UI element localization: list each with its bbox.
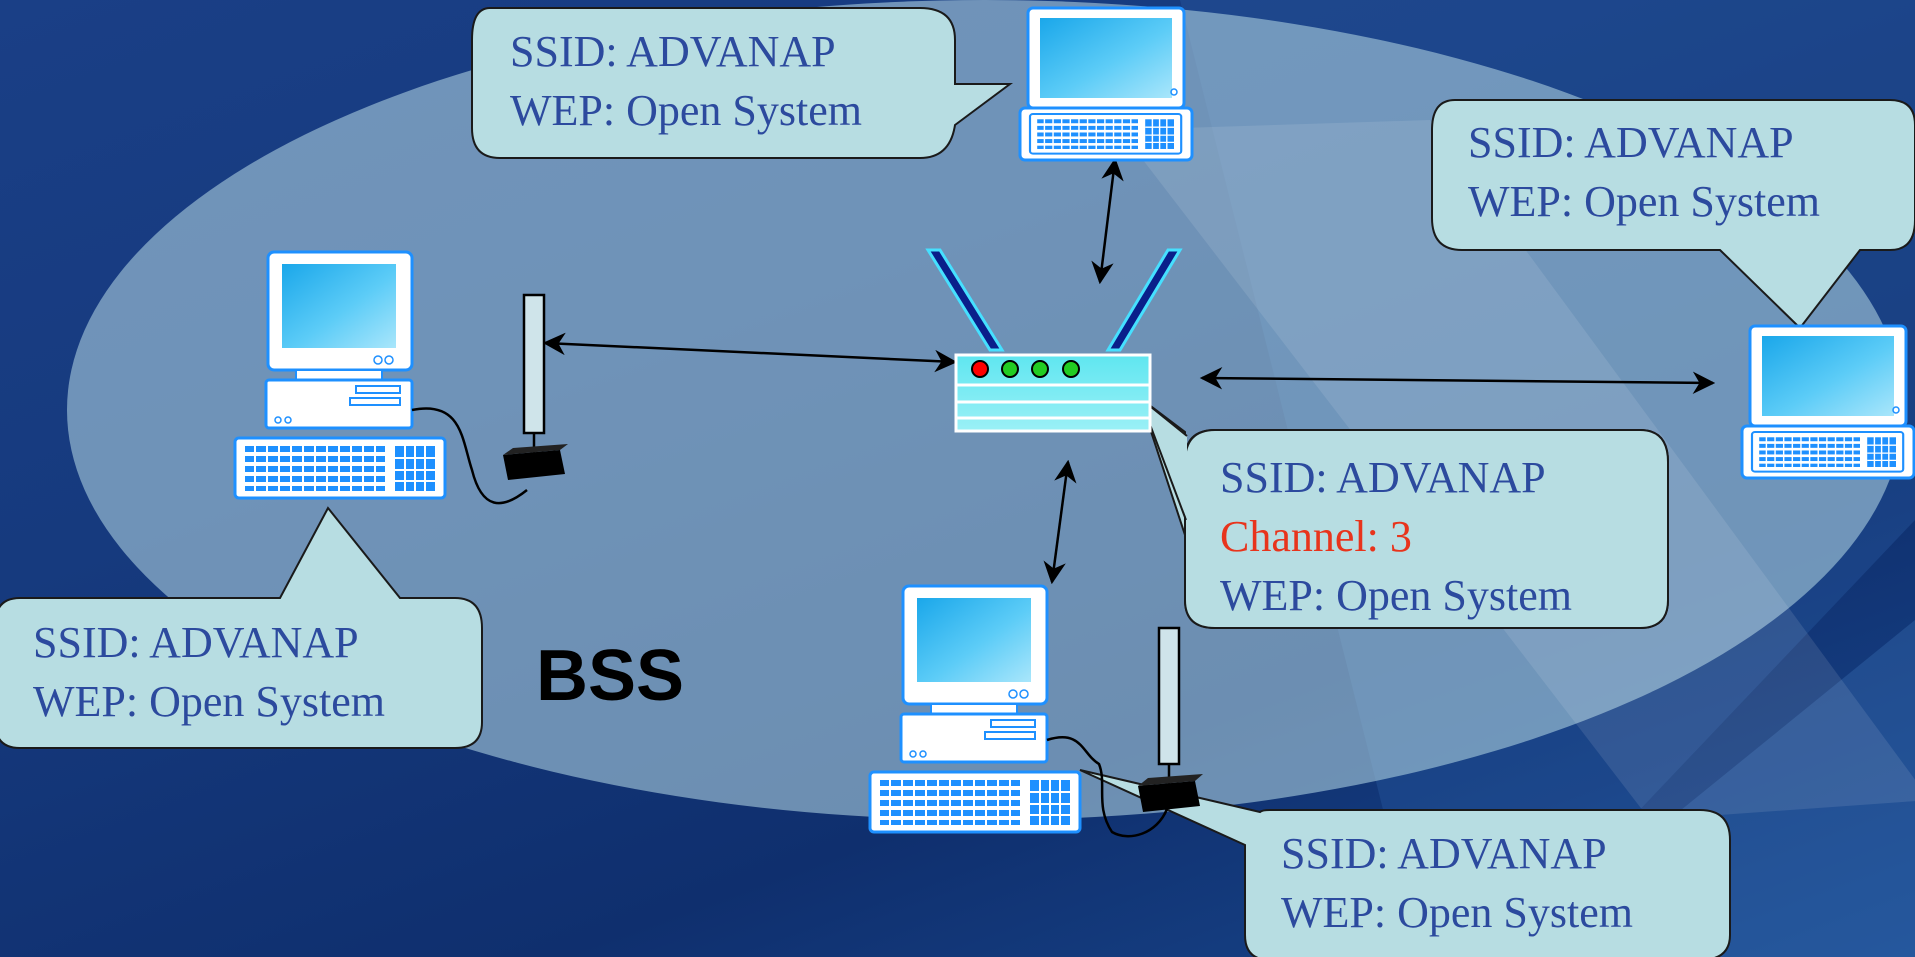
- status-led: [1001, 360, 1019, 378]
- callout-laptop-top: [471, 7, 1014, 159]
- wep-label: WEP: Open System: [1468, 177, 1820, 226]
- ssid-label: SSID: ADVANAP: [1220, 453, 1546, 502]
- wep-label: WEP: Open System: [510, 86, 862, 135]
- callout-laptop-right-text: SSID: ADVANAP WEP: Open System: [1468, 113, 1820, 231]
- channel-label: Channel: 3: [1220, 512, 1412, 561]
- laptop-icon: [1740, 324, 1915, 480]
- wireless-access-point-icon: [925, 248, 1183, 433]
- ssid-label: SSID: ADVANAP: [1468, 118, 1794, 167]
- bss-label: BSS: [536, 636, 685, 716]
- antenna-icon: [503, 293, 568, 480]
- link-desktop-bottom-to-ap: [1043, 459, 1077, 585]
- antenna-icon: [1138, 626, 1203, 812]
- link-laptop-right-to-ap: [1199, 366, 1716, 395]
- ssid-label: SSID: ADVANAP: [510, 27, 836, 76]
- status-led: [1062, 360, 1080, 378]
- wep-label: WEP: Open System: [1281, 888, 1633, 937]
- callout-laptop-right: [1431, 99, 1915, 330]
- wep-label: WEP: Open System: [33, 677, 385, 726]
- status-led: [971, 360, 989, 378]
- ssid-label: SSID: ADVANAP: [1281, 829, 1607, 878]
- callout-desktop-left: [0, 506, 483, 749]
- wep-label: WEP: Open System: [1220, 571, 1572, 620]
- callout-desktop-bottom: [1079, 769, 1731, 957]
- link-laptop-top-to-ap: [1091, 157, 1124, 285]
- link-desktop-left-to-ap: [542, 332, 958, 373]
- callout-desktop-bottom-text: SSID: ADVANAP WEP: Open System: [1281, 824, 1633, 942]
- status-led: [1031, 360, 1049, 378]
- desktop-computer-icon: [233, 250, 528, 505]
- link-arrows: [542, 157, 1716, 585]
- callout-desktop-left-text: SSID: ADVANAP WEP: Open System: [33, 613, 385, 731]
- callout-access-point: [1138, 395, 1669, 629]
- laptop-icon: [1018, 6, 1194, 162]
- ssid-label: SSID: ADVANAP: [33, 618, 359, 667]
- callout-access-point-text: SSID: ADVANAP Channel: 3 WEP: Open Syste…: [1220, 448, 1572, 625]
- desktop-computer-icon: [868, 584, 1169, 838]
- callout-laptop-top-text: SSID: ADVANAP WEP: Open System: [510, 22, 862, 140]
